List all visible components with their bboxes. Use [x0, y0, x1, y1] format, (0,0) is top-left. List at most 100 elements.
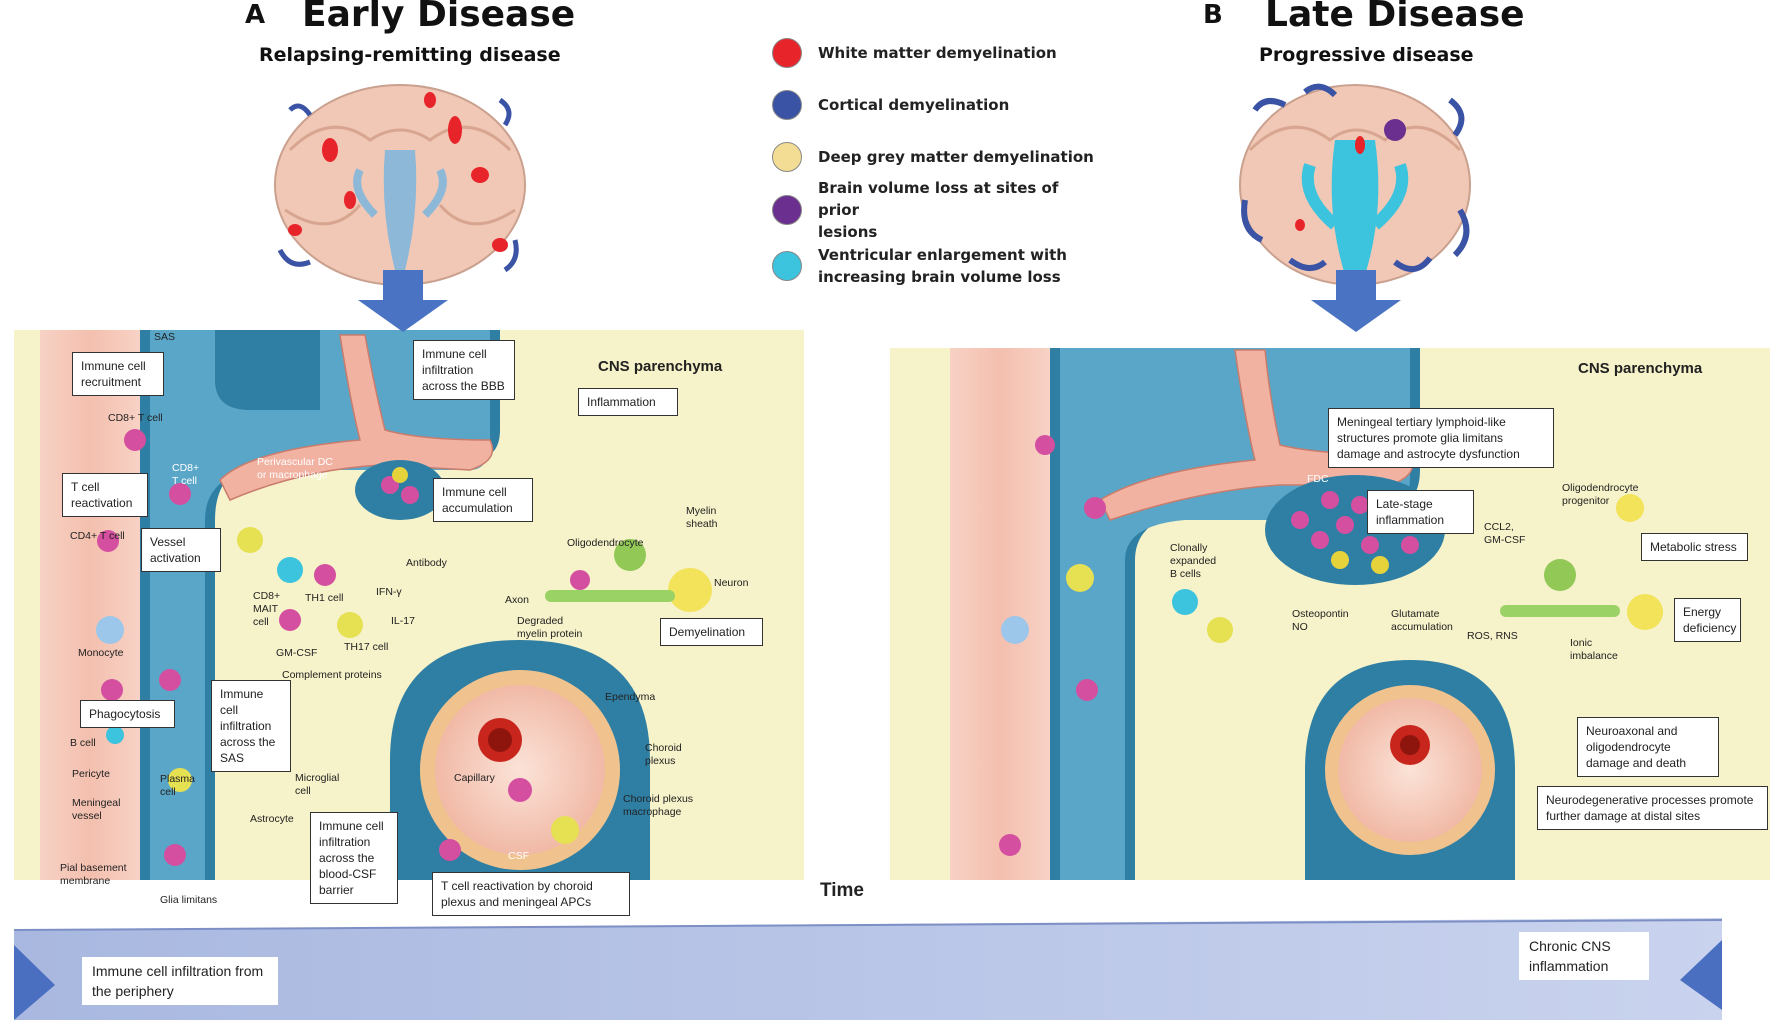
label-capillary: Capillary — [454, 772, 495, 784]
box-metabolic-stress: Metabolic stress — [1641, 533, 1748, 561]
panel-b-title: Late Disease — [1265, 0, 1525, 35]
panel-b-subtitle: Progressive disease — [1259, 44, 1474, 66]
label-ros-rns: ROS, RNS — [1467, 630, 1518, 642]
panel-b-cns-label: CNS parenchyma — [1578, 360, 1703, 377]
legend-label: Ventricular enlargement with — [818, 246, 1067, 264]
timeline-left-box: Immune cell infiltration from the periph… — [82, 957, 278, 1005]
label-line: GM-CSF — [1484, 534, 1526, 546]
label-monocyte: Monocyte — [78, 647, 124, 659]
label-line: B cells — [1170, 568, 1201, 580]
label-line: Pial basement — [60, 862, 127, 874]
label-csf: CSF — [508, 850, 529, 862]
box-accumulation: Immune cell accumulation — [433, 478, 533, 522]
label-line: progenitor — [1562, 495, 1610, 507]
label-cd8-t-cell-2: CD8+T cell — [172, 462, 199, 488]
legend-label: increasing brain volume loss — [818, 268, 1061, 286]
label-line: CD8+ — [253, 590, 281, 602]
legend-label: Brain volume loss at sites of prior — [818, 179, 1059, 219]
box-late-inflammation: Late-stage inflammation — [1367, 490, 1474, 534]
box-infiltration-bbb: Immune cell infiltration across the BBB — [413, 340, 515, 400]
label-cd8-t-cell: CD8+ T cell — [108, 412, 163, 424]
label-line: NO — [1292, 621, 1308, 633]
legend-dot-red — [772, 38, 802, 68]
label-line: sheath — [686, 518, 718, 530]
legend-label: Deep grey matter demyelination — [818, 148, 1094, 166]
legend-item-deep-grey: Deep grey matter demyelination — [772, 142, 1102, 172]
legend-dot-cyan — [772, 251, 802, 281]
legend-dot-purple — [772, 195, 802, 225]
box-infiltration-csf: Immune cell infiltration across the bloo… — [310, 812, 398, 904]
label-line: Oligodendrocyte — [1562, 482, 1639, 494]
label-ccl2: CCL2,GM-CSF — [1484, 521, 1525, 547]
label-line: Degraded — [517, 615, 564, 627]
panel-a-letter: A — [245, 0, 266, 30]
label-il17: IL-17 — [391, 615, 415, 627]
label-line: Osteopontin — [1292, 608, 1349, 620]
box-immune-recruitment: Immune cell recruitment — [72, 352, 164, 396]
box-demyelination: Demyelination — [660, 618, 763, 646]
legend-dot-blue — [772, 90, 802, 120]
legend-item-volume-loss: Brain volume loss at sites of prior lesi… — [772, 179, 1102, 241]
label-line: Perivascular DC — [257, 456, 333, 468]
label-line: or macrophage — [257, 469, 328, 481]
legend-label: lesions — [818, 223, 878, 241]
label-line: expanded — [1170, 555, 1217, 567]
legend-item-cortical: Cortical demyelination — [772, 90, 1102, 120]
label-oligodendrocyte: Oligodendrocyte — [567, 537, 644, 549]
box-t-reactivation: T cell reactivation — [62, 473, 148, 517]
label-complement: Complement proteins — [282, 669, 382, 681]
label-line: Meningeal — [72, 797, 121, 809]
legend-item-ventricular: Ventricular enlargement with increasing … — [772, 244, 1102, 288]
legend-label: White matter demyelination — [818, 44, 1057, 62]
label-line: Clonally — [1170, 542, 1208, 554]
label-line: vessel — [72, 810, 102, 822]
box-neurodegenerative: Neurodegenerative processes promote furt… — [1537, 786, 1768, 830]
label-astrocyte: Astrocyte — [250, 813, 294, 825]
label-line: membrane — [60, 875, 111, 887]
timeline-right-box: Chronic CNS inflammation — [1519, 932, 1649, 980]
box-infiltration-sas: Immune cell infiltration across the SAS — [211, 680, 291, 772]
label-glia-limitans: Glia limitans — [160, 894, 218, 906]
box-inflammation: Inflammation — [578, 388, 678, 416]
brain-early-illustration — [274, 84, 526, 286]
label-line: cell — [295, 785, 311, 797]
box-neuroaxonal: Neuroaxonal and oligodendrocyte damage a… — [1577, 717, 1719, 777]
box-choroid-apc: T cell reactivation by choroid plexus an… — [432, 872, 630, 916]
label-line: macrophage — [623, 806, 682, 818]
box-energy-deficiency: Energy deficiency — [1674, 598, 1741, 642]
label-neuron: Neuron — [714, 577, 749, 589]
label-ependyma: Ependyma — [605, 691, 656, 703]
label-line: plexus — [645, 755, 676, 767]
label-line: Choroid plexus — [623, 793, 694, 805]
label-ifn: IFN-γ — [376, 586, 402, 598]
label-gm-csf: GM-CSF — [276, 647, 318, 659]
label-pericyte: Pericyte — [72, 768, 110, 780]
label-antibody: Antibody — [406, 557, 447, 569]
label-line: Microglial — [295, 772, 340, 784]
brain-late-illustration — [1239, 83, 1471, 286]
label-line: Choroid — [645, 742, 682, 754]
label-b-cell: B cell — [70, 737, 96, 749]
legend-label: Cortical demyelination — [818, 96, 1010, 114]
box-phagocytosis: Phagocytosis — [80, 700, 175, 728]
label-line: MAIT — [253, 603, 279, 615]
box-vessel-activation: Vessel activation — [141, 528, 221, 572]
legend-label-multiline: Ventricular enlargement with increasing … — [818, 244, 1067, 288]
label-axon: Axon — [505, 594, 529, 606]
label-th17: TH17 cell — [344, 641, 389, 653]
label-line: T cell — [172, 475, 197, 487]
panel-a-title: Early Disease — [302, 0, 576, 35]
label-sas: SAS — [154, 331, 176, 343]
